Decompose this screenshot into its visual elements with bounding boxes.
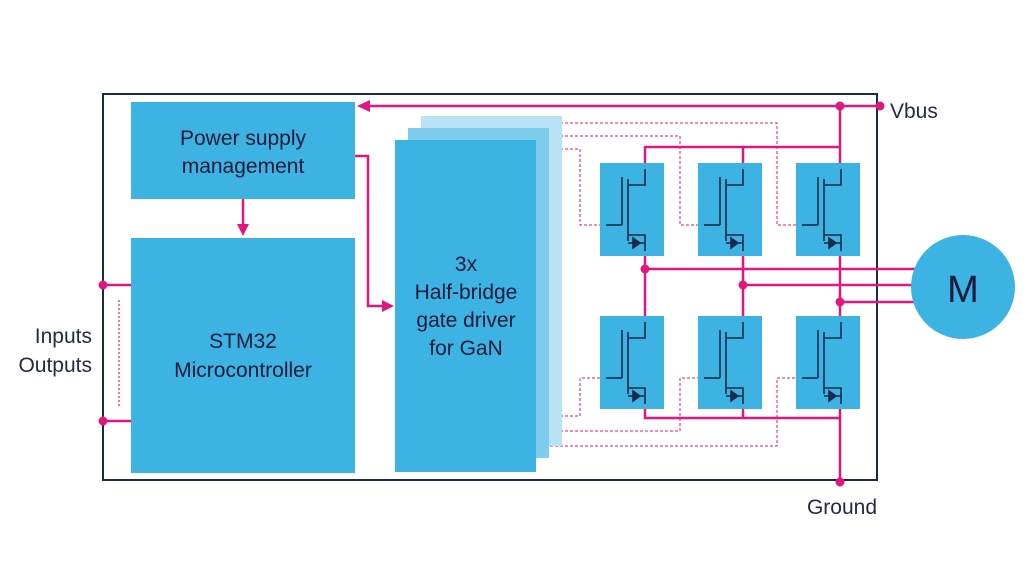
power-supply-label-1: Power supply <box>180 127 307 150</box>
transistor-block <box>600 316 664 409</box>
transistor-cell <box>600 163 664 256</box>
psu-to-driver-arrow <box>382 300 394 312</box>
transistor-cell <box>698 316 762 409</box>
io-node-bottom <box>98 416 108 426</box>
motor-circle <box>911 235 1015 339</box>
phase-b-node <box>738 280 748 290</box>
transistor-block <box>600 163 664 256</box>
gate-driver-block <box>395 140 536 472</box>
gan-transistor-icon <box>802 322 842 404</box>
ground-label: Ground <box>807 496 877 519</box>
mcu-label-2: Microcontroller <box>174 359 312 382</box>
vbus-arrow <box>357 100 370 112</box>
io-lines <box>103 283 131 423</box>
gate-driver-label-4: for GaN <box>429 337 503 360</box>
phase-a-node <box>640 264 650 274</box>
transistor-array <box>600 163 860 409</box>
motor-label: M <box>947 269 979 311</box>
gan-transistor-icon <box>606 322 646 404</box>
transistor-block <box>796 163 860 256</box>
transistor-cell <box>796 316 860 409</box>
transistor-cell <box>698 163 762 256</box>
transistor-cell <box>796 163 860 256</box>
power-supply-label-2: management <box>182 155 305 178</box>
psu-to-mcu-arrow <box>237 224 249 236</box>
mcu-block <box>131 238 355 473</box>
gan-transistor-icon <box>802 169 842 251</box>
mcu-label-1: STM32 <box>209 330 277 353</box>
gan-transistor-icon <box>704 169 744 251</box>
ground-terminal <box>835 477 845 487</box>
gate-driver-label-3: gate driver <box>416 309 515 332</box>
vbus-label: Vbus <box>890 100 938 123</box>
transistor-block <box>698 316 762 409</box>
transistor-block <box>796 316 860 409</box>
gate-driver-label-2: Half-bridge <box>415 281 518 304</box>
power-supply-block <box>131 102 355 199</box>
io-node-top <box>98 280 108 290</box>
outputs-label: Outputs <box>18 354 92 377</box>
inputs-label: Inputs <box>35 325 92 348</box>
gan-transistor-icon <box>606 169 646 251</box>
gate-driver-label-1: 3x <box>455 253 478 276</box>
vbus-node <box>835 101 845 111</box>
phase-c-node <box>835 297 845 307</box>
vbus-terminal <box>875 101 885 111</box>
psu-to-driver-wire <box>355 154 384 308</box>
gan-transistor-icon <box>704 322 744 404</box>
transistor-block <box>698 163 762 256</box>
transistor-cell <box>600 316 664 409</box>
